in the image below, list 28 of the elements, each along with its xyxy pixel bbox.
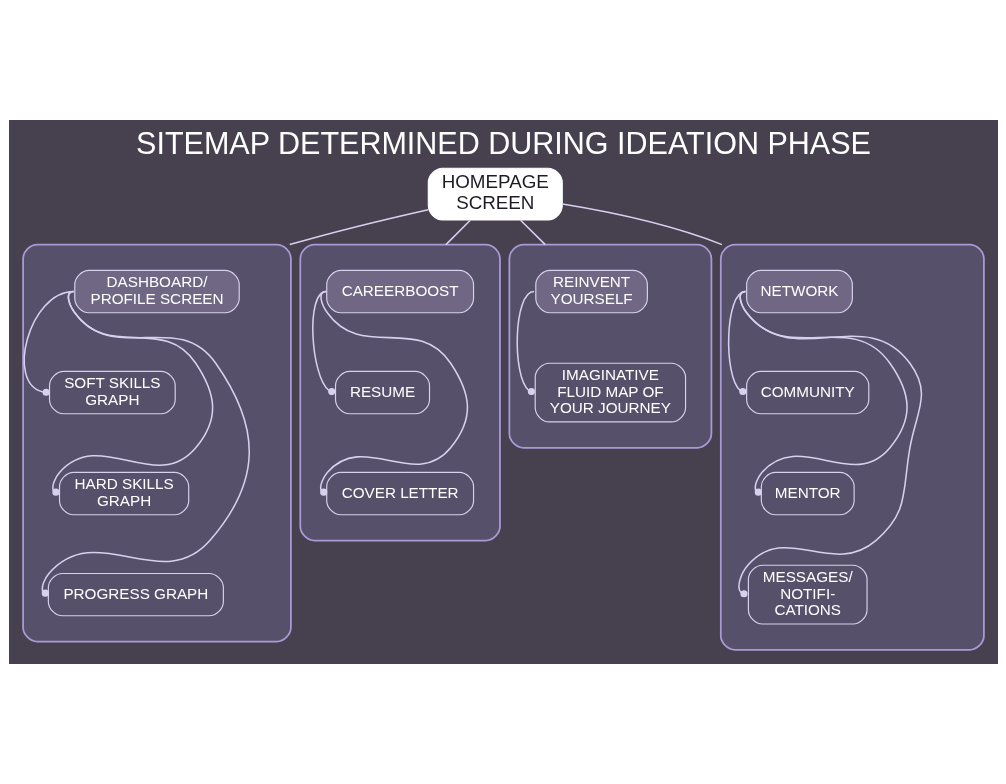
connector <box>444 219 471 246</box>
node-box: HOMEPAGE SCREEN <box>427 167 563 221</box>
node-box: REINVENT YOURSELF <box>534 269 648 314</box>
node-box: CAREERBOOST <box>325 269 474 314</box>
connector <box>516 290 535 396</box>
node-box: SOFT SKILLS GRAPH <box>48 370 176 415</box>
node-box: PROGRESS GRAPH <box>47 572 224 617</box>
node-box: COVER LETTER <box>325 471 474 516</box>
cluster <box>298 243 501 542</box>
connector <box>737 290 922 598</box>
cluster <box>508 243 712 449</box>
connector <box>288 208 429 246</box>
node-box: MENTOR <box>760 471 855 516</box>
diagram-title: SITEMAP DETERMINED DURING IDEATION PHASE <box>135 125 871 160</box>
connector <box>319 290 468 496</box>
connector <box>727 290 746 396</box>
node-box: DASHBOARD/ PROFILE SCREEN <box>73 269 240 314</box>
connector <box>561 203 723 246</box>
connector <box>41 290 250 597</box>
node-box: RESUME <box>334 370 430 415</box>
cluster <box>719 243 985 651</box>
node-box: MESSAGES/ NOTIFI- CATIONS <box>747 564 868 625</box>
node-box: NETWORK <box>745 269 853 314</box>
connector <box>519 219 546 246</box>
node-box: HARD SKILLS GRAPH <box>58 471 189 516</box>
connector <box>311 290 335 396</box>
node-box: IMAGINATIVE FLUID MAP OF YOUR JOURNEY <box>534 362 686 423</box>
node-box: COMMUNITY <box>745 370 869 415</box>
